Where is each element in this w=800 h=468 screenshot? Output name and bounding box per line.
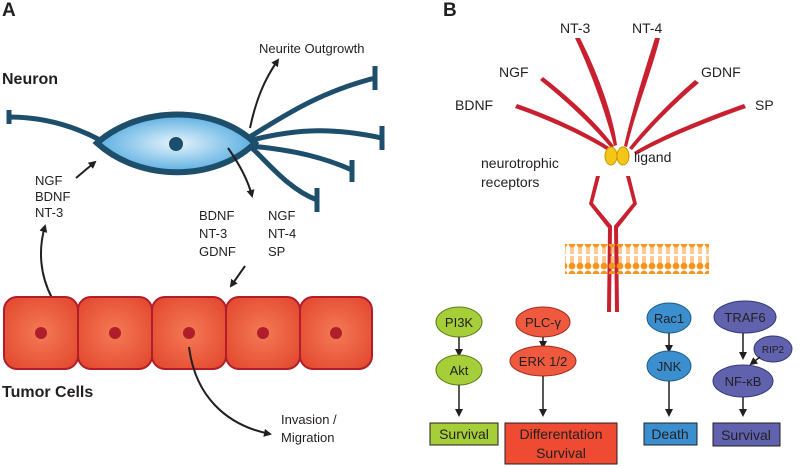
receptor-right-chain	[614, 176, 637, 312]
rip2-label: RIP2	[762, 345, 785, 356]
differentiation-survival-label: Survival	[536, 445, 586, 461]
tumor-cells-label: Tumor Cells	[2, 384, 93, 401]
factor-from-neuron-gdnf: GDNF	[199, 244, 236, 259]
panel-b-label: B	[443, 0, 457, 21]
neuron-nucleus	[169, 137, 183, 151]
ligand-gdnf-label: GDNF	[701, 64, 741, 80]
factor-from-neuron-nt3: NT-3	[199, 226, 227, 241]
neuron-left-process	[6, 110, 102, 143]
ray-nt4	[624, 38, 660, 147]
arrow-from-neuron	[227, 147, 255, 198]
erk-label: ERK 1/2	[519, 354, 567, 369]
ray-ngf	[540, 77, 614, 148]
ligand-labels: NT-3 NT-4 NGF GDNF BDNF SP	[455, 20, 774, 113]
panel-a-label: A	[2, 0, 16, 21]
ligand-dimer-right	[616, 146, 630, 166]
ligand-bdnf-label: BDNF	[455, 97, 493, 113]
nfkb-label: NF-κB	[725, 374, 762, 389]
tumor-nucleus-3	[183, 327, 195, 339]
ligand-sp-label: SP	[755, 97, 774, 113]
factors-from-neuron: BDNF NT-3 GDNF NGF NT-4 SP	[199, 208, 296, 259]
tumor-nucleus-4	[257, 327, 269, 339]
survival-box-1	[429, 422, 499, 446]
tumor-nucleus-5	[330, 327, 342, 339]
ray-nt3	[575, 38, 617, 146]
death-box	[643, 422, 698, 446]
ray-sp	[634, 104, 746, 155]
neuron-label: Neuron	[2, 71, 58, 88]
arrow-to-tumor	[229, 265, 246, 288]
migration-label: Migration	[281, 430, 334, 445]
arrow-to-neuron	[75, 160, 97, 179]
differentiation-box	[504, 422, 618, 465]
invasion-label: Invasion /	[281, 412, 337, 427]
traf6-label: TRAF6	[724, 310, 765, 325]
invasion-arrow	[188, 346, 272, 437]
dendrite-lower	[249, 143, 355, 182]
survival-label-1: Survival	[439, 426, 489, 442]
plc-label: PLC-γ	[525, 315, 562, 330]
ligand-ngf-label: NGF	[499, 64, 529, 80]
arrow-tumor-to-factors	[39, 224, 53, 299]
factor-to-neuron-bdnf: BDNF	[35, 189, 70, 204]
death-label: Death	[651, 426, 688, 442]
ray-gdnf	[629, 80, 699, 150]
dendrite-bottom	[250, 146, 320, 212]
factor-from-neuron-sp: SP	[268, 244, 285, 259]
dendrite-upper	[251, 126, 385, 150]
ligand-nt3-label: NT-3	[560, 20, 591, 36]
tumor-nucleus-2	[109, 327, 121, 339]
survival-label-2: Survival	[721, 427, 771, 443]
traf6-pathway: TRAF6 RIP2 NF-κB Survival	[712, 300, 793, 447]
ligand-nt4-label: NT-4	[632, 20, 663, 36]
survival-box-2	[712, 422, 781, 447]
neuron	[6, 66, 385, 212]
traf6-node	[713, 300, 777, 334]
ligand-dimer-left	[604, 146, 618, 166]
rip2-node	[753, 335, 793, 363]
ray-bdnf	[515, 104, 612, 152]
rac1-pathway: Rac1 JNK Death	[643, 302, 698, 446]
receptor-label-line1: neurotrophic	[481, 155, 559, 171]
neurite-outgrowth-arrow	[249, 58, 280, 129]
factor-to-neuron-nt3: NT-3	[35, 205, 63, 220]
receptor-left-chain	[589, 176, 612, 312]
tumor-nucleus-1	[35, 327, 47, 339]
dendrite-top	[246, 66, 378, 141]
pi3k-label: PI3K	[445, 315, 474, 330]
factor-from-neuron-ngf: NGF	[268, 208, 296, 223]
factor-from-neuron-nt4: NT-4	[268, 226, 296, 241]
cell-membrane	[565, 244, 709, 274]
receptor-label-line2: receptors	[481, 174, 539, 190]
jnk-label: JNK	[657, 359, 682, 374]
factors-to-neuron: NGF BDNF NT-3	[35, 173, 70, 220]
ligand-label: ligand	[634, 149, 671, 165]
factor-from-neuron-bdnf: BDNF	[199, 208, 234, 223]
akt-label: Akt	[450, 363, 469, 378]
factor-to-neuron-ngf: NGF	[35, 173, 63, 188]
neurite-outgrowth-label: Neurite Outgrowth	[259, 41, 365, 56]
pi3k-pathway: PI3K Akt Survival	[429, 306, 499, 446]
rac1-label: Rac1	[654, 311, 684, 326]
tumor-cells	[3, 296, 373, 370]
differentiation-label: Differentation	[519, 426, 602, 442]
ligand-rays	[515, 38, 746, 155]
neurotrophic-receptor	[589, 176, 637, 312]
rip2-to-nfkb-arrow	[749, 356, 761, 366]
plc-pathway: PLC-γ ERK 1/2 Differentation Survival	[504, 306, 618, 465]
